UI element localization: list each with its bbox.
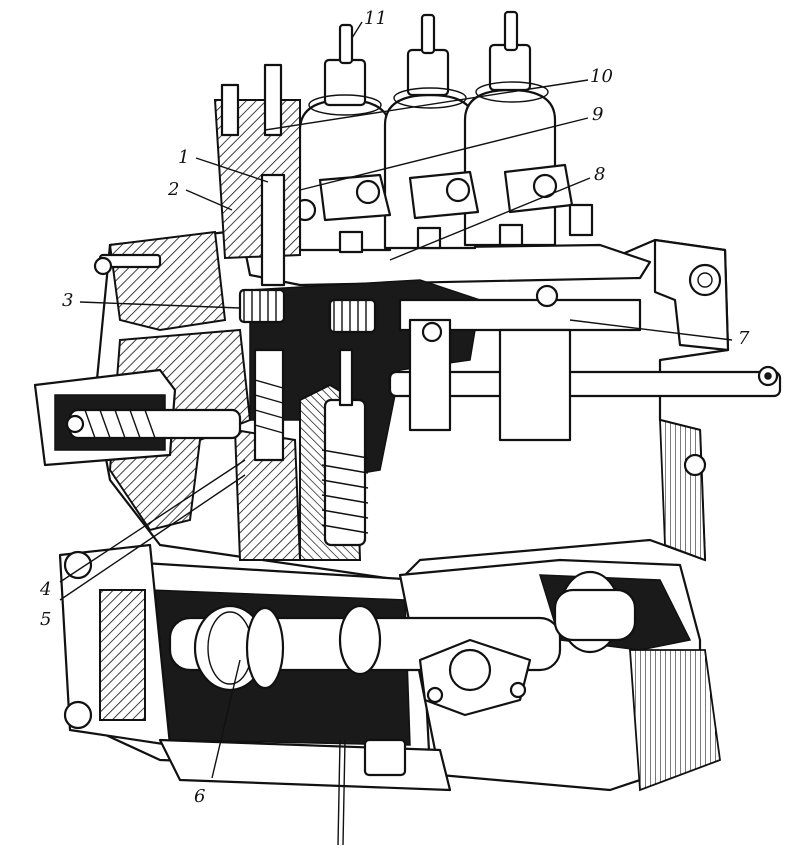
callout-1: 1 — [178, 147, 189, 168]
callout-11: 11 — [364, 8, 387, 29]
callout-8: 8 — [594, 164, 605, 185]
callout-2: 2 — [167, 179, 179, 200]
callout-10: 10 — [590, 66, 613, 87]
callout-leaders — [59, 21, 733, 779]
plunger-spring — [253, 348, 369, 547]
callout-7: 7 — [738, 328, 750, 349]
control-sleeve-gears — [238, 288, 377, 334]
camshaft — [168, 570, 637, 692]
callout-4: 4 — [39, 579, 51, 600]
callout-6: 6 — [194, 786, 205, 807]
callout-5: 5 — [40, 609, 51, 630]
callout-labels: 1 2 3 4 5 6 7 8 9 10 11 — [39, 8, 750, 807]
delivery-valve-holders — [213, 10, 594, 287]
governor-lever — [33, 253, 242, 467]
callout-3: 3 — [62, 290, 73, 311]
callout-9: 9 — [592, 104, 603, 125]
drain-fitting — [337, 638, 532, 846]
control-rack — [388, 284, 782, 442]
